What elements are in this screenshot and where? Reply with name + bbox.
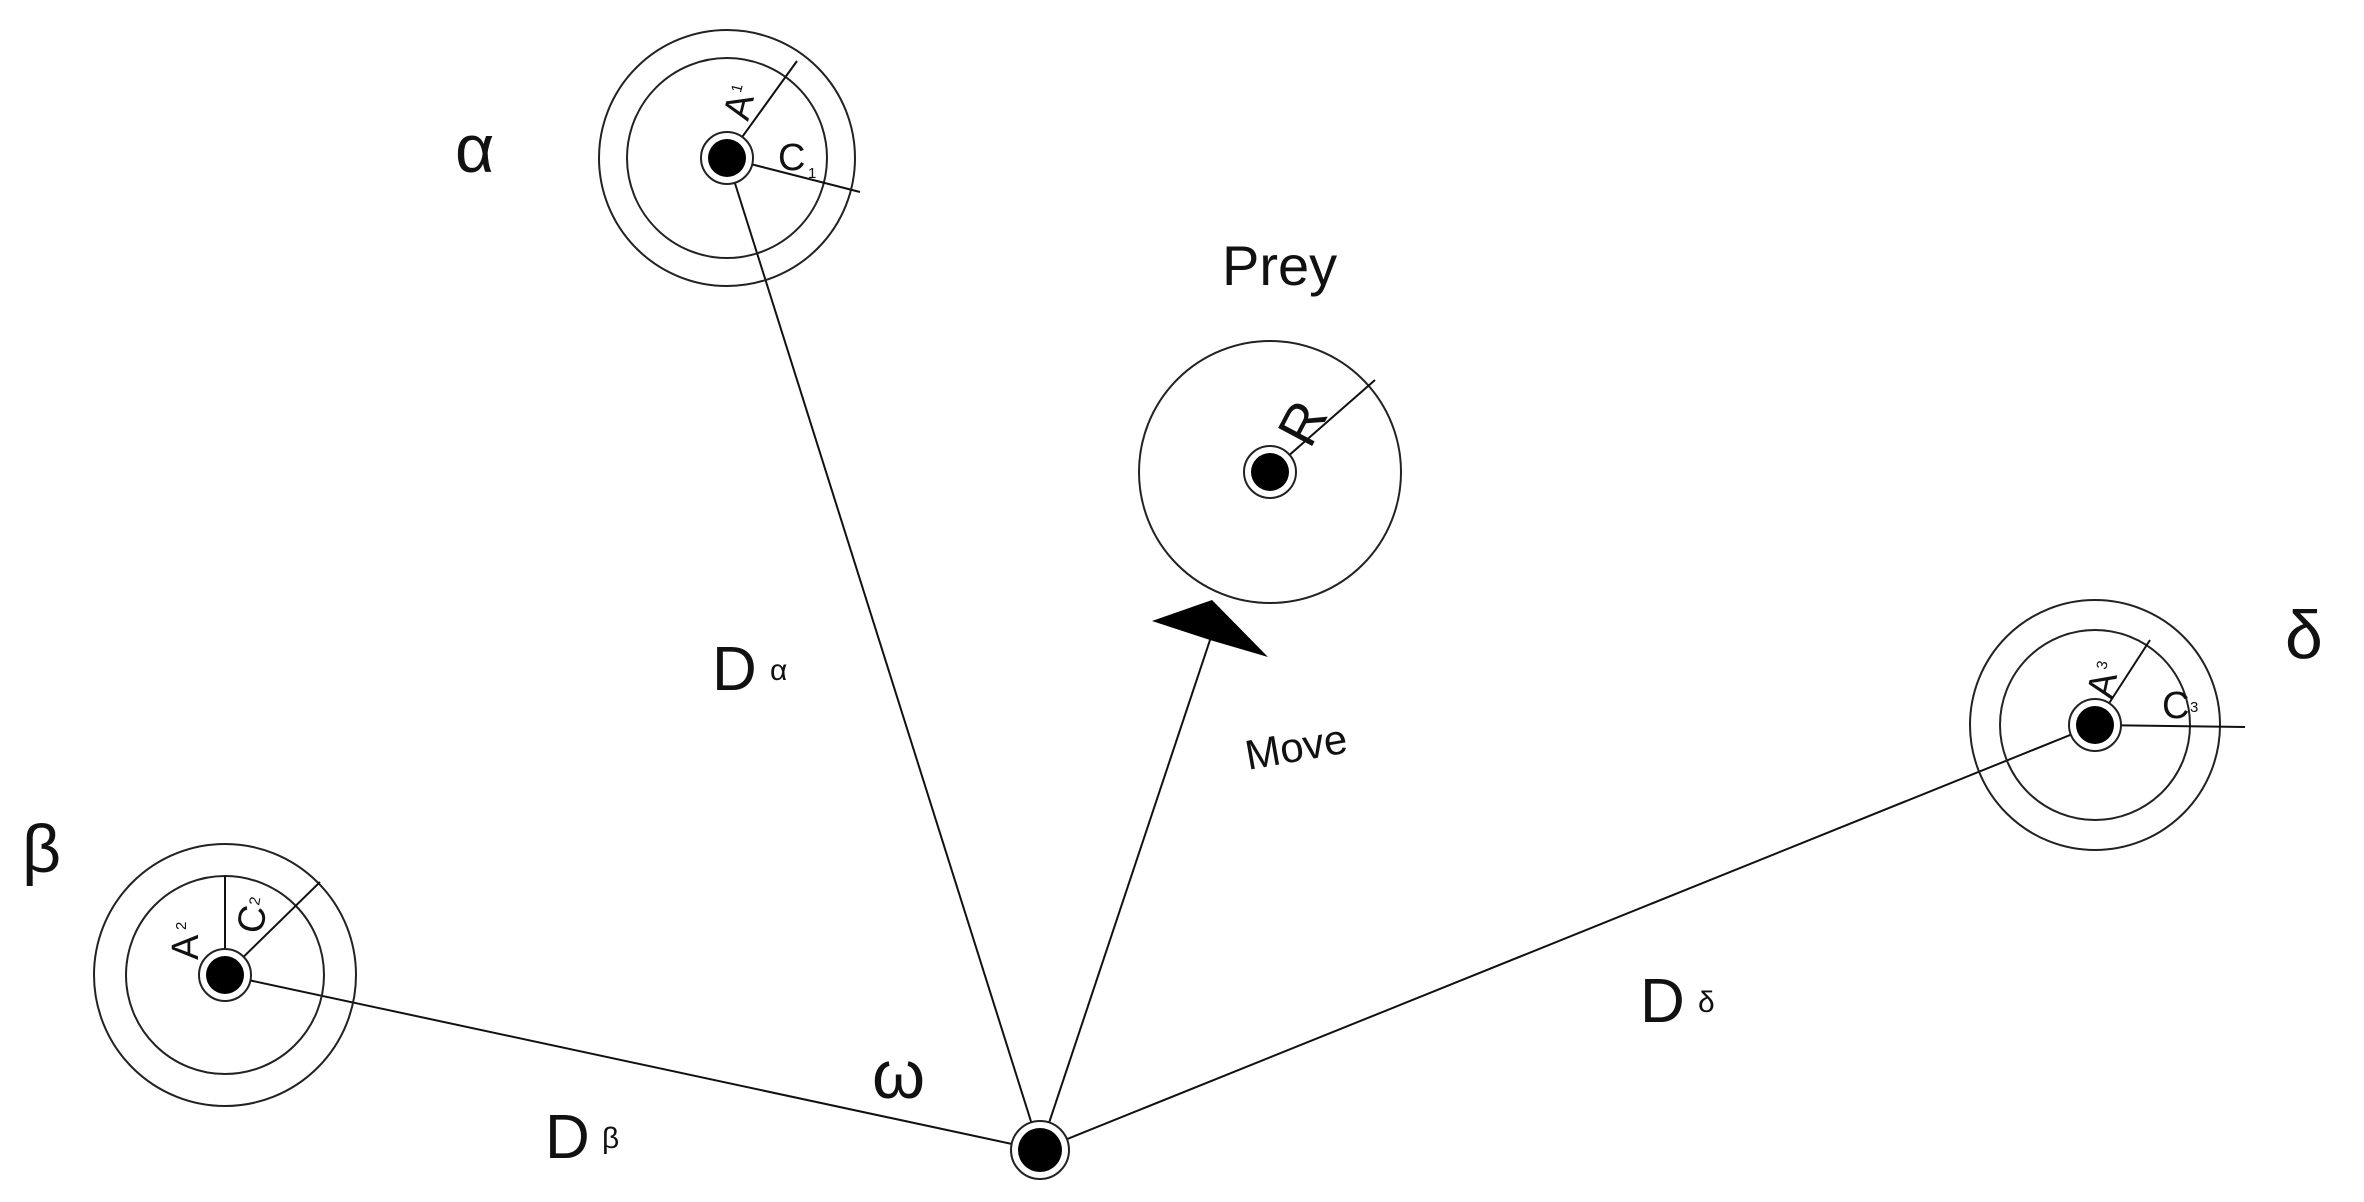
move-arrow-shaft <box>1039 624 1216 1151</box>
delta-position-dot <box>2076 706 2114 744</box>
alpha-outer-ring <box>598 29 856 287</box>
alpha-c-coef-sub: 1 <box>808 165 816 182</box>
delta-inner-ring <box>1999 629 2191 821</box>
alpha-omega-link <box>726 157 1041 1151</box>
beta-wolf: A 2 C 2 β <box>22 811 357 1107</box>
beta-c-coef-sub: 2 <box>246 896 264 907</box>
alpha-position-dot <box>708 139 746 177</box>
distance-beta-main: D <box>545 1103 590 1172</box>
delta-outer-ring <box>1969 599 2221 851</box>
alpha-symbol: α <box>455 111 494 187</box>
distance-delta-main: D <box>1640 967 1685 1036</box>
delta-c-coef-sub: 3 <box>2190 699 2198 716</box>
beta-omega-link <box>224 974 1041 1151</box>
distance-delta-label: D δ <box>1640 967 1715 1036</box>
beta-a-coef-sub: 2 <box>173 922 190 930</box>
prey-position-dot <box>1251 453 1289 491</box>
alpha-a-coef-sub: 1 <box>728 82 747 94</box>
delta-a-coef-sub: 3 <box>2093 659 2111 671</box>
delta-wolf: A 3 C 3 δ <box>1969 597 2323 851</box>
beta-c-coef: C <box>230 902 276 936</box>
omega-symbol: ω <box>872 1037 925 1113</box>
beta-outer-ring <box>93 843 357 1107</box>
prey-outer-ring <box>1138 340 1402 604</box>
beta-position-dot <box>206 956 244 994</box>
omega-wolf: ω <box>872 1037 1070 1180</box>
distance-beta-sub: β <box>602 1122 619 1155</box>
distance-alpha-main: D <box>712 635 757 704</box>
alpha-wolf: A 1 C 1 α <box>455 29 861 287</box>
delta-a-coef: A <box>2080 668 2126 702</box>
distance-alpha-label: D α <box>712 635 787 704</box>
beta-a-coef: A <box>165 934 207 960</box>
alpha-inner-ring <box>626 57 828 259</box>
prey: R Prey <box>1138 234 1402 604</box>
delta-symbol: δ <box>2285 597 2323 673</box>
delta-omega-link <box>1039 724 2096 1151</box>
move-arrow-head <box>1152 600 1268 657</box>
omega-position-dot <box>1018 1128 1062 1172</box>
move-label: Move <box>1241 715 1350 779</box>
distance-delta-sub: δ <box>1698 986 1715 1019</box>
distance-alpha-sub: α <box>770 654 787 687</box>
prey-label: Prey <box>1222 234 1337 297</box>
delta-c-coef: C <box>2162 685 2189 727</box>
alpha-c-coef: C <box>778 137 805 179</box>
distance-beta-label: D β <box>545 1103 619 1172</box>
beta-symbol: β <box>22 811 61 887</box>
